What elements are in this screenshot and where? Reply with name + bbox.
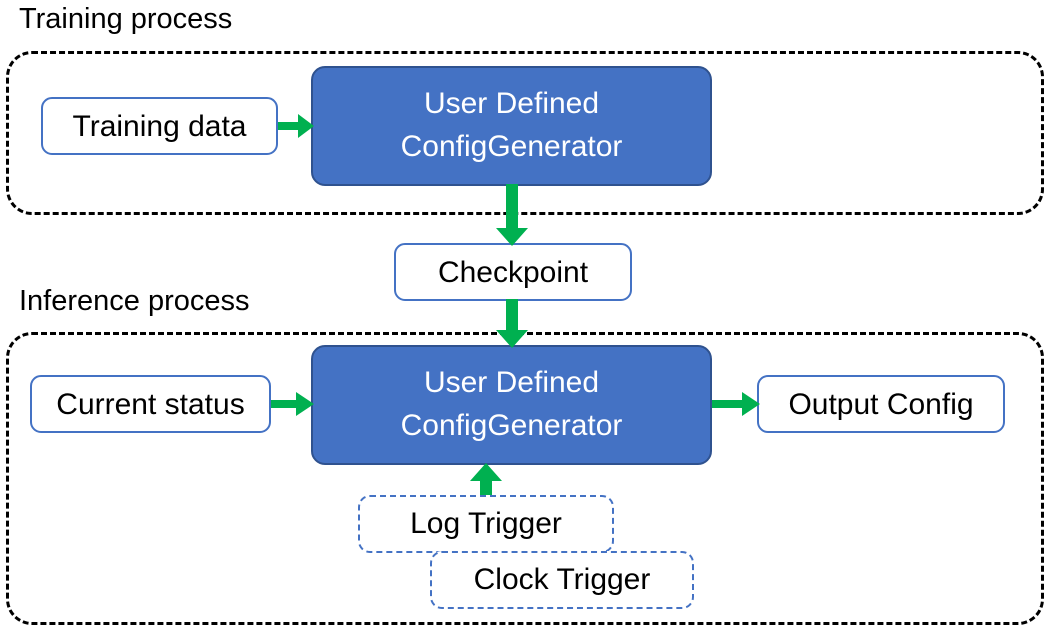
arrow-training-data-to-generator-icon [278,114,314,138]
generator-inference-line2: ConfigGenerator [400,409,623,442]
output-config-box[interactable]: Output Config [757,375,1005,433]
clock-trigger-box[interactable]: Clock Trigger [430,551,694,609]
generator-inference-line1: User Defined [423,366,600,400]
arrow-generator-to-output-config-icon [712,392,760,416]
arrow-current-status-to-generator-icon [271,392,314,416]
arrow-checkpoint-to-generator-icon [496,299,528,348]
inference-process-container [6,332,1044,625]
user-defined-configgenerator-inference-box[interactable]: User Defined ConfigGenerator [311,345,712,465]
training-process-container [6,51,1044,215]
inference-process-caption: Inference process [19,285,250,317]
training-process-caption: Training process [19,3,233,35]
arrow-triggers-to-generator-icon [470,463,502,501]
checkpoint-box[interactable]: Checkpoint [394,243,632,301]
arrow-generator-to-checkpoint-icon [496,184,528,246]
generator-training-line1: User Defined [423,87,600,121]
user-defined-configgenerator-training-box[interactable]: User Defined ConfigGenerator [311,66,712,186]
log-trigger-box[interactable]: Log Trigger [358,495,614,553]
training-data-box[interactable]: Training data [41,97,278,155]
current-status-box[interactable]: Current status [30,375,271,433]
generator-training-line2: ConfigGenerator [400,130,623,163]
